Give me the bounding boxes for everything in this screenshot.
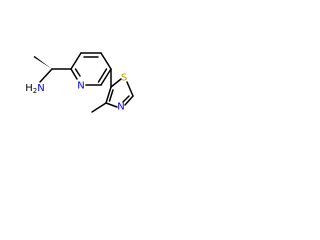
atom-label-amine-h: H (25, 83, 33, 94)
bond-py-c5-c6-double (97, 68, 108, 83)
bond-py-n-c2-double (74, 68, 81, 77)
atom-label-pyridine-n: N (77, 81, 84, 92)
atom-label-amine-subscript: 2 (33, 87, 37, 95)
atom-labels: H2N N S N (25, 73, 127, 113)
bond-thz-c2-n-double (122, 95, 130, 103)
bond-py-n-c2 (70, 68, 78, 80)
bond-py-c2-c3 (70, 52, 82, 70)
bond-thz-c5-s (110, 78, 122, 88)
bond-thz-c4-c5 (105, 86, 112, 104)
bond-chiral-c-amine-n (39, 68, 53, 83)
bond-thz-c4-c5-double (108, 89, 114, 102)
bond-thz-s-c2 (126, 81, 134, 97)
bond-thz-n-c4 (105, 102, 118, 108)
bond-thz-c2-n (124, 95, 134, 106)
atom-label-amine: H2N (25, 83, 44, 96)
atom-label-amine-n: N (37, 83, 44, 94)
bond-py-c4-c5 (100, 52, 112, 70)
bond-py-c5-c6 (100, 68, 112, 86)
bond-thz-c4-methyl (91, 102, 107, 113)
wedge-bond-methyl (33, 55, 52, 69)
atom-label-thiazole-n: N (117, 102, 124, 113)
atom-label-thiazole-s: S (121, 73, 127, 84)
molecule-structure-diagram: H2N N S N (25, 52, 134, 113)
bonds (33, 52, 134, 113)
